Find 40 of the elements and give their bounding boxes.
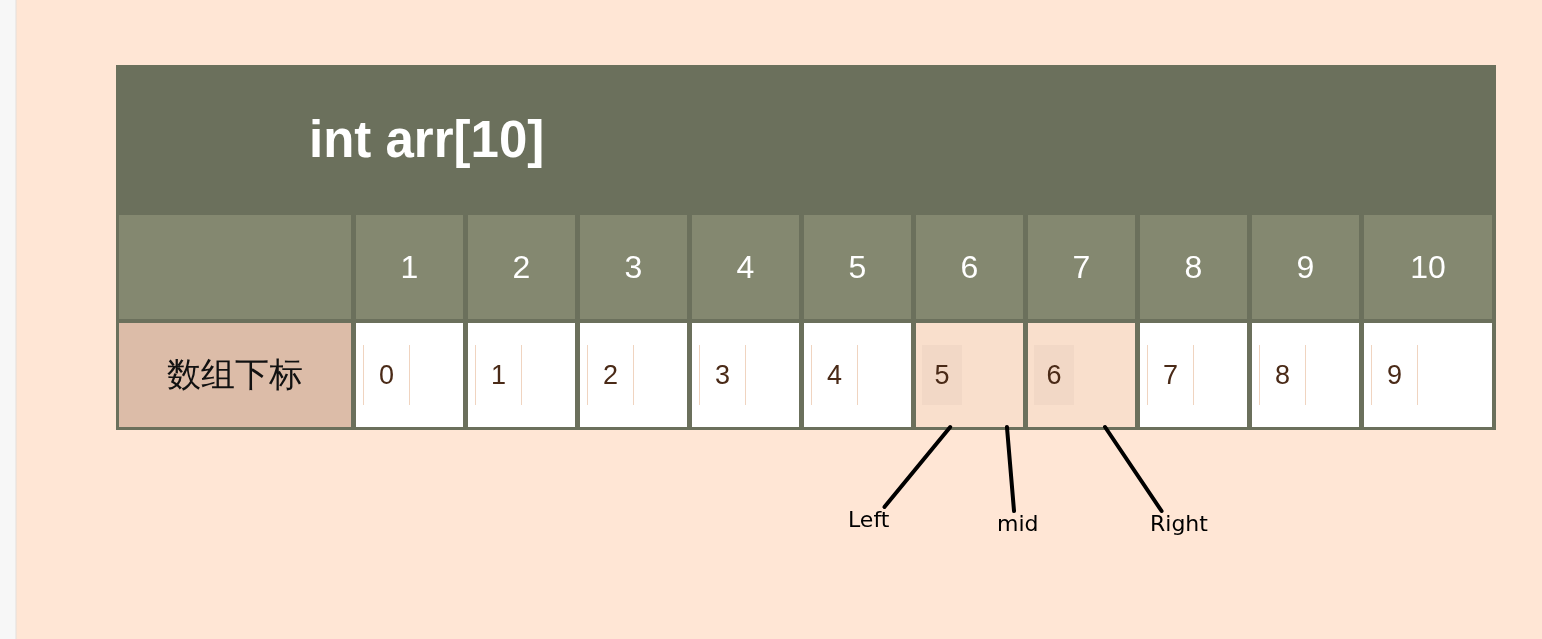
array-cell [1364,323,1492,427]
array-cell [580,323,687,427]
leader-line [1103,425,1164,513]
header-cell: 6 [916,215,1023,319]
array-table [116,65,1496,430]
array-cell [468,323,575,427]
pointer-label: Right [1150,511,1208,538]
pointer-label: Left [848,507,890,534]
leader-line [882,425,953,509]
header-cell: 9 [1252,215,1359,319]
header-cell: 10 [1364,215,1492,319]
index-value: 4 [811,345,858,405]
index-value: 7 [1147,345,1194,405]
leader-line [1004,425,1016,513]
index-value: 0 [363,345,410,405]
table-title: int arr[10] [309,111,545,170]
pointer-label: mid [997,511,1039,538]
header-cell [119,215,351,319]
array-cell [1140,323,1247,427]
header-cell: 3 [580,215,687,319]
array-cell [1028,323,1135,427]
header-cell: 5 [804,215,911,319]
array-cell [916,323,1023,427]
index-value: 3 [699,345,746,405]
index-value: 6 [1034,345,1074,405]
index-value: 5 [922,345,962,405]
array-cell [692,323,799,427]
array-cell [356,323,463,427]
header-cell: 8 [1140,215,1247,319]
array-cell [804,323,911,427]
header-cell: 7 [1028,215,1135,319]
index-value: 8 [1259,345,1306,405]
array-cell [1252,323,1359,427]
index-value: 9 [1371,345,1418,405]
header-cell: 2 [468,215,575,319]
header-cell: 1 [356,215,463,319]
row-header-cell: 数组下标 [119,323,351,427]
header-cell: 4 [692,215,799,319]
index-value: 2 [587,345,634,405]
index-value: 1 [475,345,522,405]
